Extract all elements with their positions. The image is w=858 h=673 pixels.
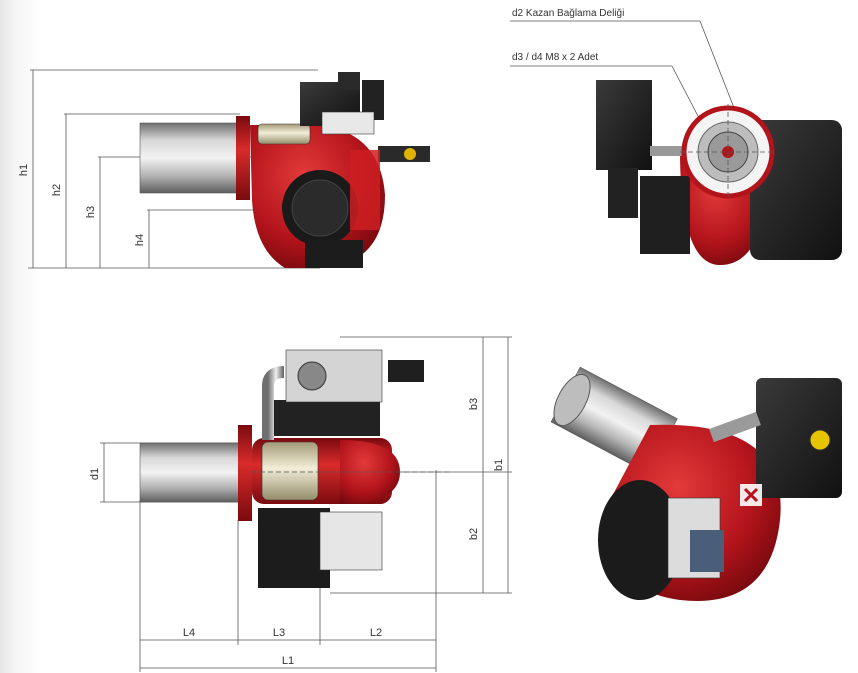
label-L3: L3 [273, 627, 285, 639]
isometric-view-burner [550, 366, 842, 601]
label-L4: L4 [183, 627, 195, 639]
flame-tube [139, 122, 241, 194]
side-view-burner: h1 h2 h3 h4 [18, 69, 430, 269]
label-L2: L2 [370, 627, 382, 639]
length-dimensions [100, 336, 512, 672]
top-view-burner: L4 L3 L2 L1 d1 b3 b2 b1 [89, 336, 512, 672]
label-d1: d1 [89, 468, 101, 480]
top-connector [388, 360, 424, 382]
top-motor [258, 508, 330, 588]
top-control-box [319, 511, 383, 571]
front-motor [640, 176, 690, 254]
top-flame-tube [139, 442, 241, 503]
callout-d2: d2 Kazan Bağlama Deliği [512, 8, 624, 19]
top-air-box [261, 441, 319, 501]
front-gas-valve [596, 80, 652, 170]
label-b1: b1 [493, 459, 505, 471]
control-box [321, 111, 375, 135]
label-L1: L1 [282, 655, 294, 667]
callout-d3-d4: d3 / d4 M8 x 2 Adet [512, 52, 598, 63]
gas-pipe [262, 366, 285, 440]
label-b2: b2 [468, 528, 480, 540]
top-fan-base [270, 400, 380, 436]
label-h4: h4 [134, 234, 146, 246]
motor-base [305, 240, 363, 268]
label-h1: h1 [18, 164, 30, 176]
top-mounting-flange [238, 425, 252, 521]
air-box-cover [257, 123, 311, 145]
label-h3: h3 [85, 206, 97, 218]
mounting-flange [236, 116, 250, 200]
iso-logo-icon [740, 484, 762, 506]
iso-motor [598, 480, 682, 600]
pressure-switch [362, 80, 384, 120]
label-h2: h2 [51, 184, 63, 196]
label-b3: b3 [468, 398, 480, 410]
front-view-burner: d2 Kazan Bağlama Deliği d3 / d4 M8 x 2 A… [510, 8, 842, 265]
iso-gas-valve [756, 378, 842, 498]
